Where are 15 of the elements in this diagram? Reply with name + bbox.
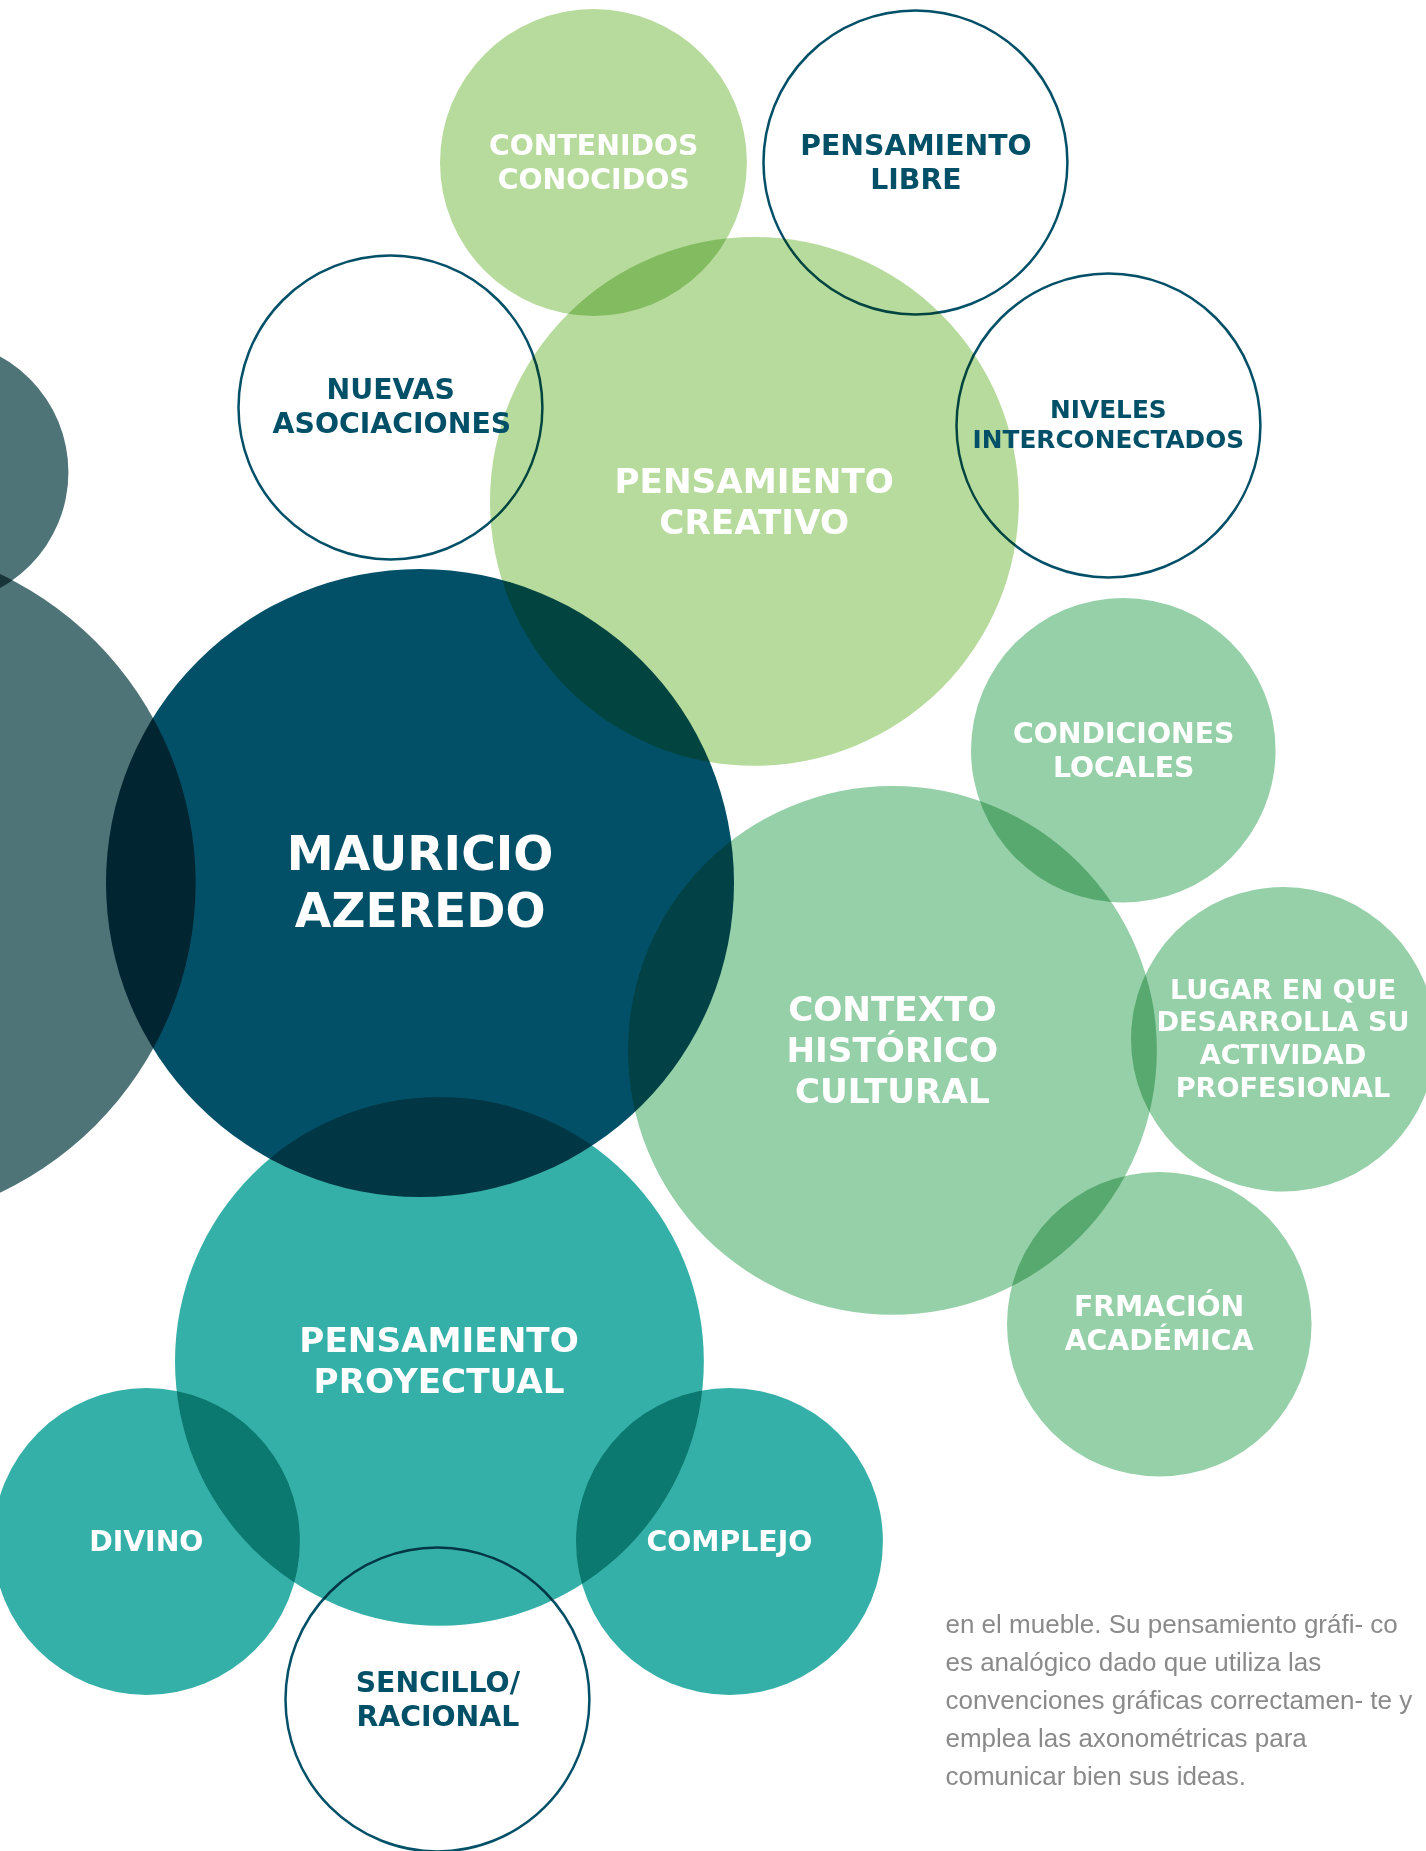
bubble-label: NUEVAS ASOCIACIONES bbox=[272, 373, 509, 442]
bubble-label: CONTENIDOS CONOCIDOS bbox=[487, 128, 700, 197]
bubble-label: CONTEXTO HISTÓRICO CULTURAL bbox=[785, 989, 1000, 1113]
body-paragraph: en el mueble. Su pensamiento gráfi- co es analógico dado que utiliza las convenciones gráficas correctamen- te y emplea las axonométricas para comunicar bien sus ideas. bbox=[945, 1608, 1414, 1794]
bubble-label: MAURICIO AZEREDO bbox=[285, 826, 555, 940]
bubble-label: PENSAMIENTO CREATIVO bbox=[613, 460, 895, 543]
bubble-label: DIVINO bbox=[88, 1524, 205, 1559]
bubble-label: COMPLEJO bbox=[645, 1524, 814, 1559]
bubble-label: PENSAMIENTO PROYECTUAL bbox=[298, 1320, 580, 1403]
bubble-label: NIVELES INTERCONECTADOS bbox=[971, 395, 1246, 455]
bubble-label: SENCILLO/ RACIONAL bbox=[354, 1665, 521, 1734]
bubble-label: FRMACIÓN ACADÉMICA bbox=[1063, 1290, 1255, 1359]
bubble-label: CONDICIONES LOCALES bbox=[1011, 716, 1236, 785]
bubble-label: PENSAMIENTO LIBRE bbox=[799, 128, 1033, 197]
bubble-label: LUGAR EN QUE DESARROLLA SU ACTIVIDAD PROFESIONAL bbox=[1155, 973, 1411, 1104]
